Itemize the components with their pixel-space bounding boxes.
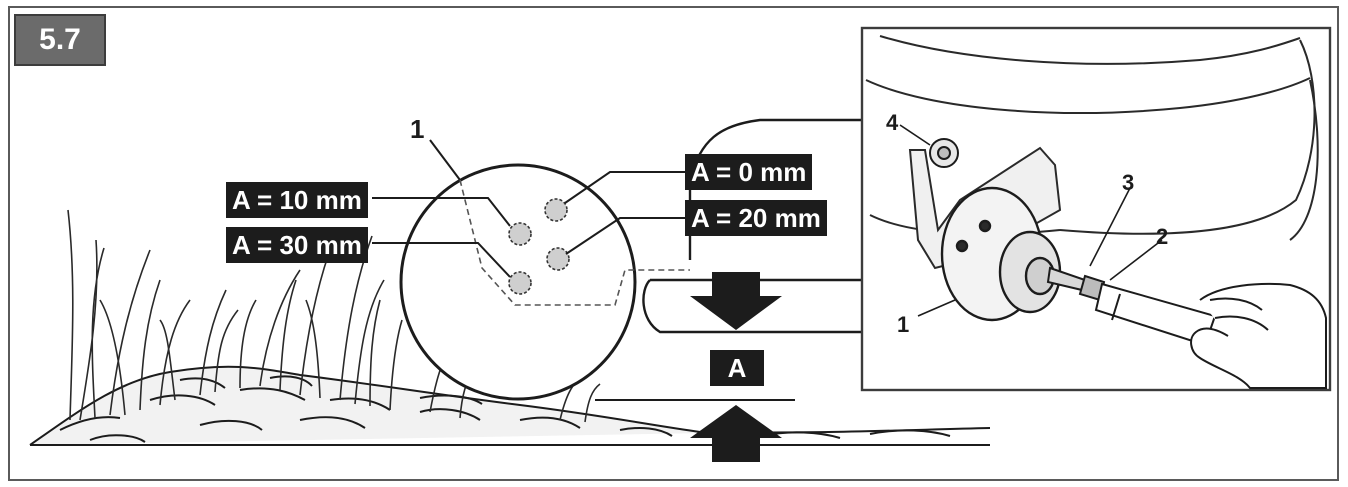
arrow-up-icon [690,405,782,462]
bolt-icon [1046,266,1106,302]
hole-0mm-icon [544,198,568,222]
figure-frame [8,6,1339,481]
inset-leader-lines [899,124,1163,317]
sensor-ball-icon [399,163,690,401]
callout-4-knob: 4 [886,110,899,135]
ground-icon [29,365,991,446]
step-number-badge: 5.7 [14,14,106,66]
height-dimension [595,272,795,462]
callout-1-ball: 1 [410,114,425,144]
wheel-icon [940,186,1062,322]
hole-20mm-icon [546,247,570,271]
callout-3-washer: 3 [1122,170,1135,195]
label-a-30mm: A = 30 mm [226,227,368,263]
knob-icon [929,138,959,168]
leader-lines [372,139,688,278]
callout-2-bolt: 2 [1156,224,1169,249]
dimension-label-a: A [710,350,764,386]
hole-30mm-icon [508,271,532,295]
inset-panel [860,26,1332,392]
hand-icon [1190,282,1327,389]
label-a-0mm: A = 0 mm [685,154,813,190]
arrow-down-icon [690,272,782,330]
label-a-20mm: A = 20 mm [685,200,827,236]
hole-10mm-icon [508,222,532,246]
label-a-10mm: A = 10 mm [226,182,368,218]
callout-1-wheel: 1 [897,312,910,337]
